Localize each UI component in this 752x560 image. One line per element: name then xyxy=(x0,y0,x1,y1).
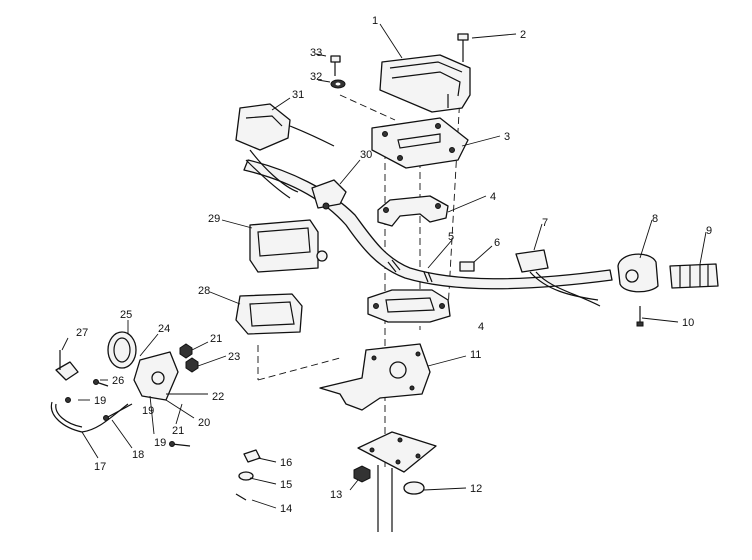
callout-25: 25 xyxy=(120,309,132,321)
screw-18 xyxy=(103,403,133,421)
callout-21-upper: 21 xyxy=(210,333,222,345)
decal-6 xyxy=(459,261,475,272)
callout-21-lower: 21 xyxy=(172,425,184,437)
bulb-27 xyxy=(55,350,79,381)
clip-12 xyxy=(403,481,425,495)
pin-14 xyxy=(235,493,247,501)
callout-29: 29 xyxy=(208,213,220,225)
switch-block xyxy=(515,249,601,307)
mounting-plate xyxy=(319,343,431,411)
callout-4-lower: 4 xyxy=(478,321,484,333)
callout-19-bottom: 19 xyxy=(154,437,166,449)
screw-19 xyxy=(169,441,191,447)
callout-10: 10 xyxy=(682,317,694,329)
callout-4-upper: 4 xyxy=(490,191,496,203)
handlebar xyxy=(243,159,613,290)
callout-15: 15 xyxy=(280,479,292,491)
screw-26 xyxy=(93,379,109,387)
callout-6: 6 xyxy=(494,237,500,249)
nut-23 xyxy=(185,357,199,373)
callout-22: 22 xyxy=(212,391,224,403)
callout-33: 33 xyxy=(310,47,322,59)
handlebar-cover xyxy=(379,54,471,113)
bracket-plate xyxy=(371,117,469,169)
callout-27: 27 xyxy=(76,327,88,339)
handlebar-grip xyxy=(669,263,719,289)
callout-8: 8 xyxy=(652,213,658,225)
washer-32 xyxy=(330,79,346,89)
callout-11: 11 xyxy=(470,349,481,361)
throttle-housing xyxy=(617,253,659,293)
callout-2: 2 xyxy=(520,29,526,41)
callout-28: 28 xyxy=(198,285,210,297)
screw-10 xyxy=(636,306,644,327)
indicator-bezel xyxy=(107,331,137,369)
callout-1: 1 xyxy=(372,15,378,27)
callout-7: 7 xyxy=(542,217,548,229)
callout-14: 14 xyxy=(280,503,292,515)
left-lever-housing xyxy=(235,103,335,199)
callout-13: 13 xyxy=(330,489,342,501)
callout-23: 23 xyxy=(228,351,240,363)
throttle-clamp xyxy=(311,179,347,210)
callout-labels: 1 2 3 4 4 5 6 7 8 9 10 11 12 13 14 15 16… xyxy=(76,15,712,515)
callout-9: 9 xyxy=(706,225,712,237)
callout-5: 5 xyxy=(448,231,454,243)
leader-lines xyxy=(61,23,707,509)
callout-16: 16 xyxy=(280,457,292,469)
callout-3: 3 xyxy=(504,131,510,143)
callout-18: 18 xyxy=(132,449,144,461)
steering-post xyxy=(357,431,437,532)
cover-screw xyxy=(457,33,469,62)
callout-24: 24 xyxy=(158,323,170,335)
nut-13 xyxy=(353,465,371,483)
nut-21 xyxy=(179,343,193,359)
washer-15 xyxy=(238,471,254,481)
callout-30: 30 xyxy=(360,149,372,161)
speedometer xyxy=(249,219,328,273)
callout-31: 31 xyxy=(292,89,304,101)
callout-17: 17 xyxy=(94,461,106,473)
callout-26: 26 xyxy=(112,375,124,387)
clip-16 xyxy=(243,449,261,463)
callout-19-middle: 19 xyxy=(142,405,154,417)
indicator-housing xyxy=(133,351,179,401)
speedometer-boot xyxy=(235,293,303,335)
lower-clamp xyxy=(367,289,451,323)
callout-20: 20 xyxy=(198,417,210,429)
bolt-33 xyxy=(330,55,341,76)
callout-19-left: 19 xyxy=(94,395,106,407)
upper-clamp xyxy=(377,195,449,227)
callout-12: 12 xyxy=(470,483,482,495)
callout-32: 32 xyxy=(310,71,322,83)
